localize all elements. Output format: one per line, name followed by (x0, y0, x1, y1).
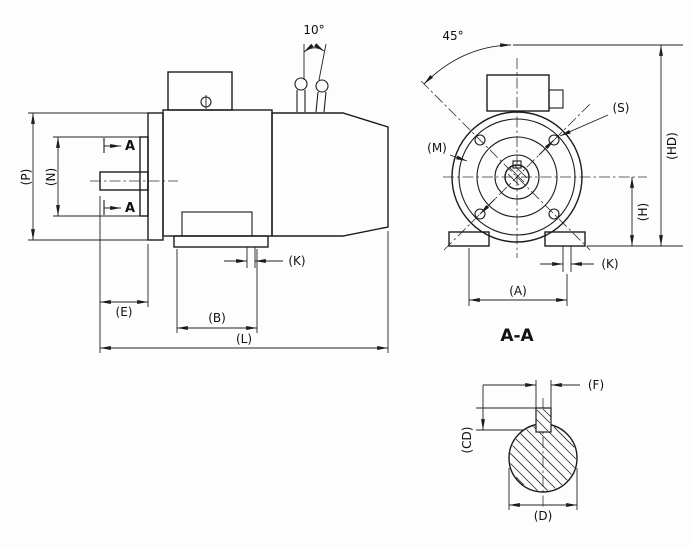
dim-label-s: (S) (613, 101, 630, 115)
section-cut-marks: A A (103, 138, 135, 216)
dim-label-cd: (CD) (460, 427, 474, 454)
foot-left (448, 231, 490, 247)
angle-arc (303, 43, 325, 53)
mounting-feet (173, 235, 269, 248)
shaft-hatch (507, 173, 520, 186)
section-dimensions: (F) (CD) (D) (460, 378, 604, 523)
dim-label-hd: (HD) (665, 132, 679, 160)
bolt-hole-top-left (474, 134, 486, 146)
gland-angle-detail: 10° (303, 23, 327, 81)
front-view: 45° (HD) (H) (K) (A) (S) (M) (420, 29, 683, 306)
pitch-circle-arrow-2 (538, 139, 555, 156)
body-circle (476, 136, 558, 218)
dim-label-d: (D) (534, 509, 553, 523)
gland-bolt-right (315, 79, 329, 93)
flange (147, 112, 164, 241)
diagonal-centerline-2 (420, 80, 591, 251)
flange-spigot (139, 136, 149, 217)
shaft-hatch (514, 165, 528, 179)
side-motor-outline (90, 71, 389, 248)
angle-45-arc (423, 43, 512, 85)
section-view: A-A (F) (460, 326, 604, 523)
front-centerlines (420, 58, 647, 258)
dim-label-l: (L) (236, 332, 252, 346)
foot-right (544, 231, 586, 247)
dim-label-m: (M) (427, 141, 447, 155)
angle-tilt-line (318, 43, 327, 81)
cable-gland (548, 89, 564, 109)
flange-rim-circle (458, 118, 576, 236)
gland-bolt-left (294, 77, 308, 91)
diagonal-centerline-1 (443, 103, 591, 251)
dim-label-h: (H) (636, 203, 650, 221)
cut-label-top: A (125, 139, 135, 154)
section-title: A-A (500, 326, 534, 346)
dim-label-k-front: (K) (601, 257, 618, 271)
bearing-boss-circle (494, 154, 540, 200)
bolt-stem (315, 91, 319, 113)
gland-bolts (294, 77, 329, 113)
side-dimensions: (P) (N) (E) (B) (L) (K) (19, 112, 389, 353)
angle-10-label: 10° (303, 23, 324, 37)
leader-m (449, 154, 468, 162)
dim-label-n: (N) (44, 168, 58, 186)
front-motor-outline (448, 74, 586, 247)
side-view: 10° A A (P) (N) (E) (19, 23, 389, 353)
dim-label-k-side: (K) (288, 254, 305, 268)
leader-s (559, 114, 609, 137)
shaft-hatch (509, 167, 525, 183)
dim-label-b: (B) (208, 311, 226, 325)
terminal-box (167, 71, 233, 111)
key-detail (535, 407, 552, 433)
shaft-circle (504, 164, 530, 190)
key (535, 407, 552, 433)
front-dimensions: 45° (HD) (H) (K) (A) (S) (M) (423, 29, 683, 306)
bolt-stem (323, 91, 327, 113)
section-hatching (510, 424, 577, 491)
dim-label-f: (F) (588, 378, 604, 392)
bolt-hole-bottom-right (548, 208, 560, 220)
fan-cover (271, 112, 389, 237)
terminal-box-front (486, 74, 550, 112)
cut-label-bottom: A (125, 201, 135, 216)
foot-block (181, 211, 253, 237)
angle-45-label: 45° (442, 29, 463, 43)
flange-outer-circle (451, 111, 583, 243)
dim-label-a: (A) (509, 284, 527, 298)
dim-label-e: (E) (116, 305, 133, 319)
dim-label-p: (P) (19, 169, 33, 186)
motor-body (162, 109, 273, 237)
pitch-circle-arrow-1 (479, 198, 496, 215)
